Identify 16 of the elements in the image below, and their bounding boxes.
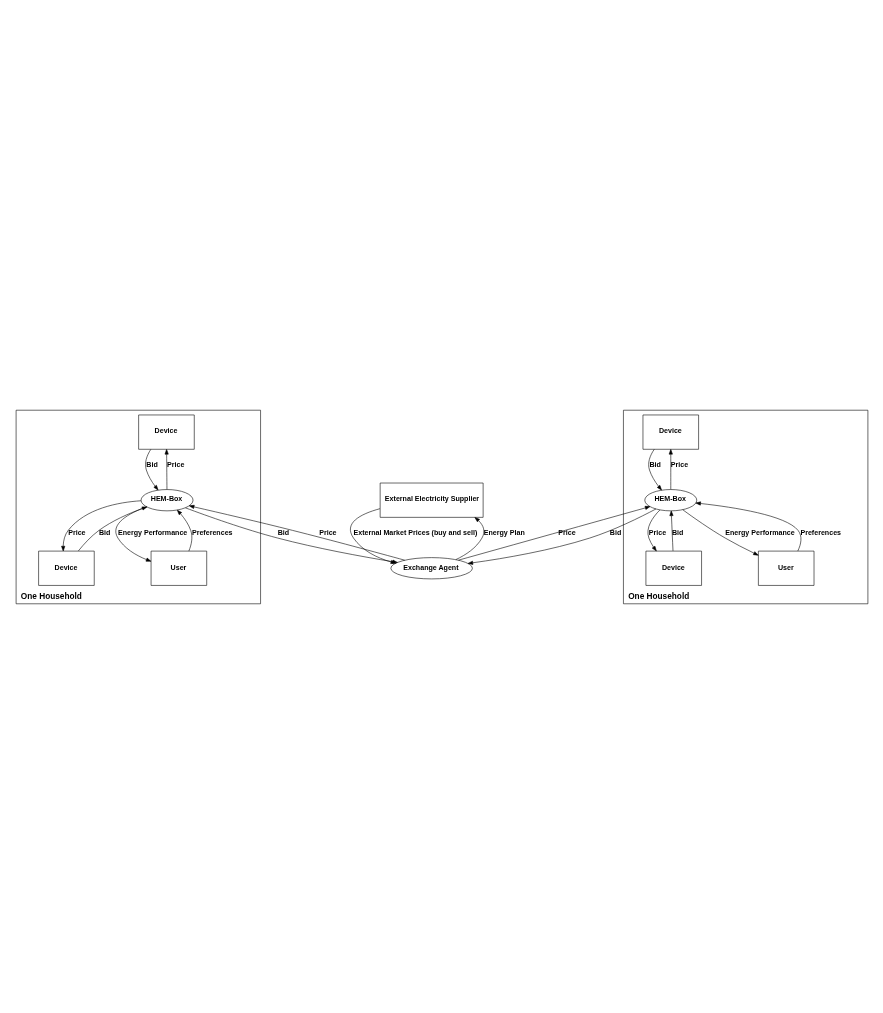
arrow [457,505,650,560]
arrow [77,506,147,551]
arrow [467,508,656,565]
arrow [188,504,405,560]
arrow [114,506,151,562]
arrow [647,509,660,551]
arrow [647,448,662,490]
arrow [144,448,158,490]
arrow [695,501,801,551]
arrow [668,448,673,490]
arrow [682,508,759,555]
arrow [669,510,673,551]
arrow [164,448,169,490]
arrow [176,509,192,551]
arrow [60,499,141,551]
arrow [455,516,484,560]
